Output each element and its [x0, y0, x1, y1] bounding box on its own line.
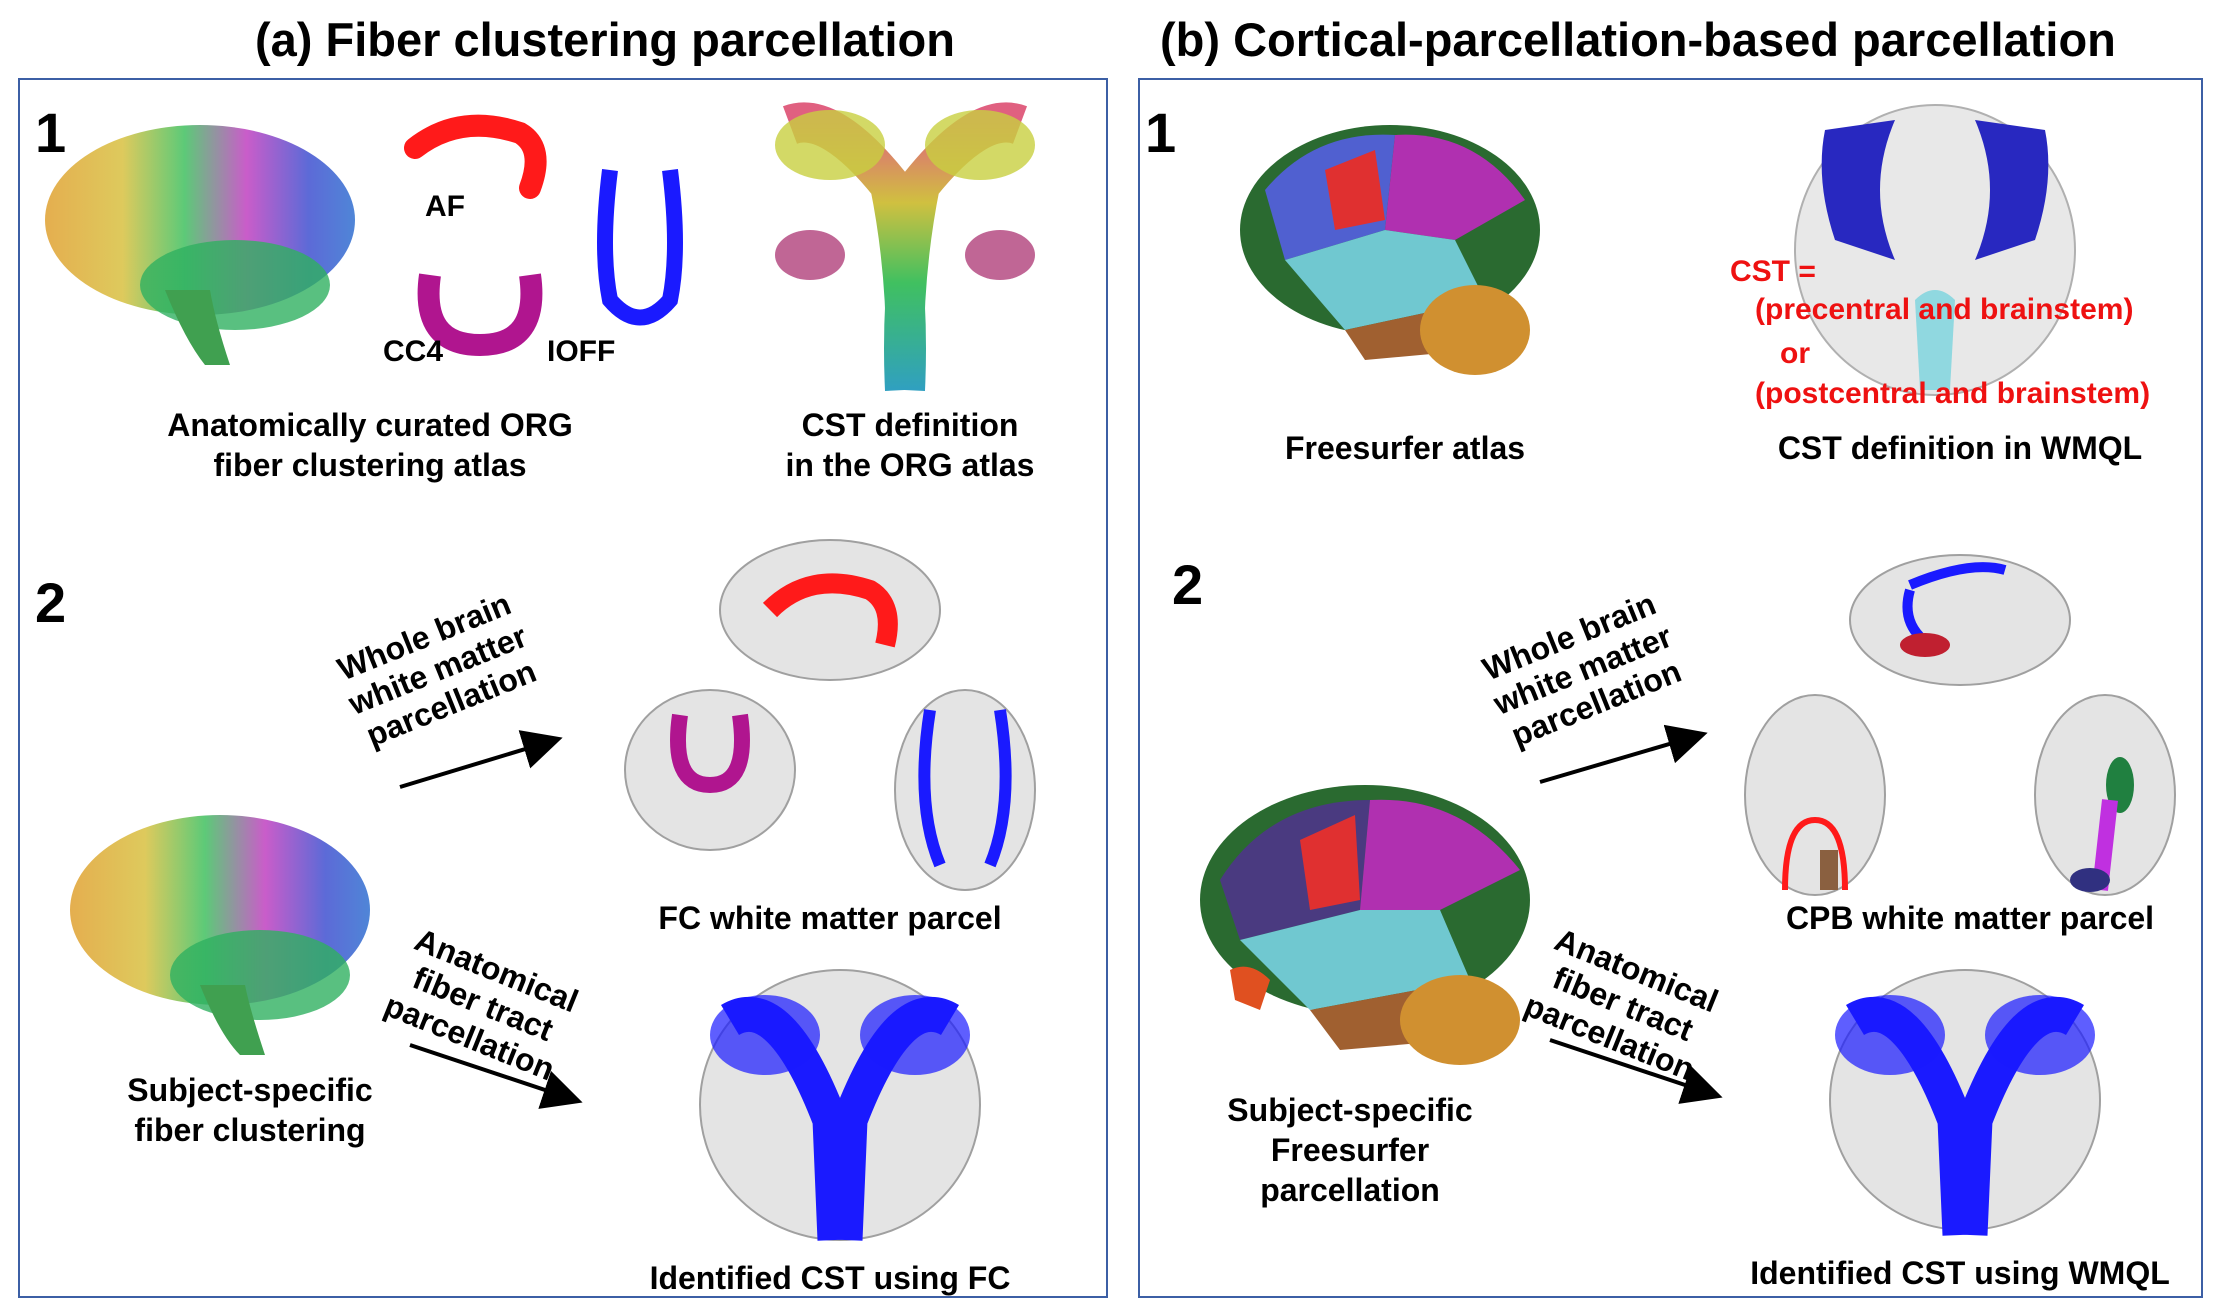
panel-a	[18, 78, 1108, 1298]
panel-a-step-1-number: 1	[35, 101, 67, 164]
panel-a-title: (a) Fiber clustering parcellation	[255, 13, 955, 66]
cst-eq-label: CST =	[1730, 255, 1816, 288]
panel-b-step-1-number: 1	[1145, 101, 1177, 164]
cpb-arrow-2	[1549, 1038, 1723, 1104]
af-label: AF	[425, 190, 465, 223]
panel-b-title: (b) Cortical-parcellation-based parcella…	[1160, 13, 2116, 66]
cc4-tract-image	[417, 273, 543, 357]
wmql-cst-definition-image	[1794, 104, 2076, 396]
atlas-caption-line-2: fiber clustering atlas	[213, 447, 527, 483]
ioff-tract-image	[597, 169, 683, 326]
org-cst-caption: CST definition in the ORG atlas	[760, 405, 1060, 485]
cc4-label: CC4	[383, 335, 444, 368]
fc-axial-brain-image	[894, 689, 1036, 891]
cst-or-label: or	[1780, 337, 1810, 370]
wmql-identified-caption: Identified CST using WMQL	[1750, 1255, 2170, 1291]
cpb-axial-left-brain-image	[1744, 694, 1886, 896]
subject-freesurfer-brain-image	[1200, 785, 1530, 1065]
fc-identified-caption: Identified CST using FC	[649, 1260, 1011, 1296]
fc-parcel-caption: FC white matter parcel	[658, 900, 1002, 936]
ioff-label: IOFF	[547, 335, 616, 368]
atlas-caption-line-1: Anatomically curated ORG	[167, 407, 573, 443]
fc-arrow-1	[399, 730, 563, 789]
atlas-caption: Anatomically curated ORG fiber clusterin…	[120, 405, 620, 485]
whole-brain-tractography-image	[45, 125, 355, 365]
fc-sagittal-brain-image	[719, 539, 941, 681]
subject-fc-brain-image	[70, 815, 370, 1055]
subject-fc-caption-line-1: Subject-specific	[127, 1072, 373, 1108]
subject-fc-caption: Subject-specific fiber clustering	[90, 1070, 410, 1150]
wmql-caption: CST definition in WMQL	[1777, 430, 2143, 466]
subject-freesurfer-caption-line-1: Subject-specific	[1227, 1092, 1473, 1128]
freesurfer-caption: Freesurfer atlas	[1284, 430, 1526, 466]
fc-coronal-brain-image	[624, 689, 796, 851]
subject-freesurfer-caption: Subject-specific Freesurfer parcellation	[1200, 1090, 1500, 1210]
wmql-identified-cst-image	[1829, 969, 2101, 1236]
fc-identified-cst-image	[699, 969, 981, 1241]
subject-freesurfer-caption-line-3: parcellation	[1260, 1172, 1440, 1208]
af-tract-image	[404, 114, 547, 199]
cst-definition-line-2: (postcentral and brainstem)	[1755, 377, 2151, 410]
cpb-arrow-1	[1539, 724, 1708, 784]
panel-b	[1138, 78, 2203, 1298]
cpb-parcel-caption: CPB white matter parcel	[1785, 900, 2155, 936]
org-cst-definition-image	[775, 102, 1035, 391]
panel-a-step-2-number: 2	[35, 571, 67, 634]
subject-freesurfer-caption-line-2: Freesurfer	[1270, 1132, 1430, 1168]
fc-arrow-2	[409, 1043, 583, 1109]
panel-b-step-2-number: 2	[1172, 553, 1204, 616]
cpb-axial-right-brain-image	[2034, 694, 2176, 896]
org-cst-caption-line-2: in the ORG atlas	[785, 447, 1035, 483]
subject-fc-caption-line-2: fiber clustering	[134, 1112, 366, 1148]
cst-definition-line-1: (precentral and brainstem)	[1755, 293, 2134, 326]
cpb-sagittal-brain-image	[1849, 554, 2071, 686]
freesurfer-atlas-brain-image	[1240, 125, 1540, 375]
org-cst-caption-line-1: CST definition	[801, 407, 1019, 443]
